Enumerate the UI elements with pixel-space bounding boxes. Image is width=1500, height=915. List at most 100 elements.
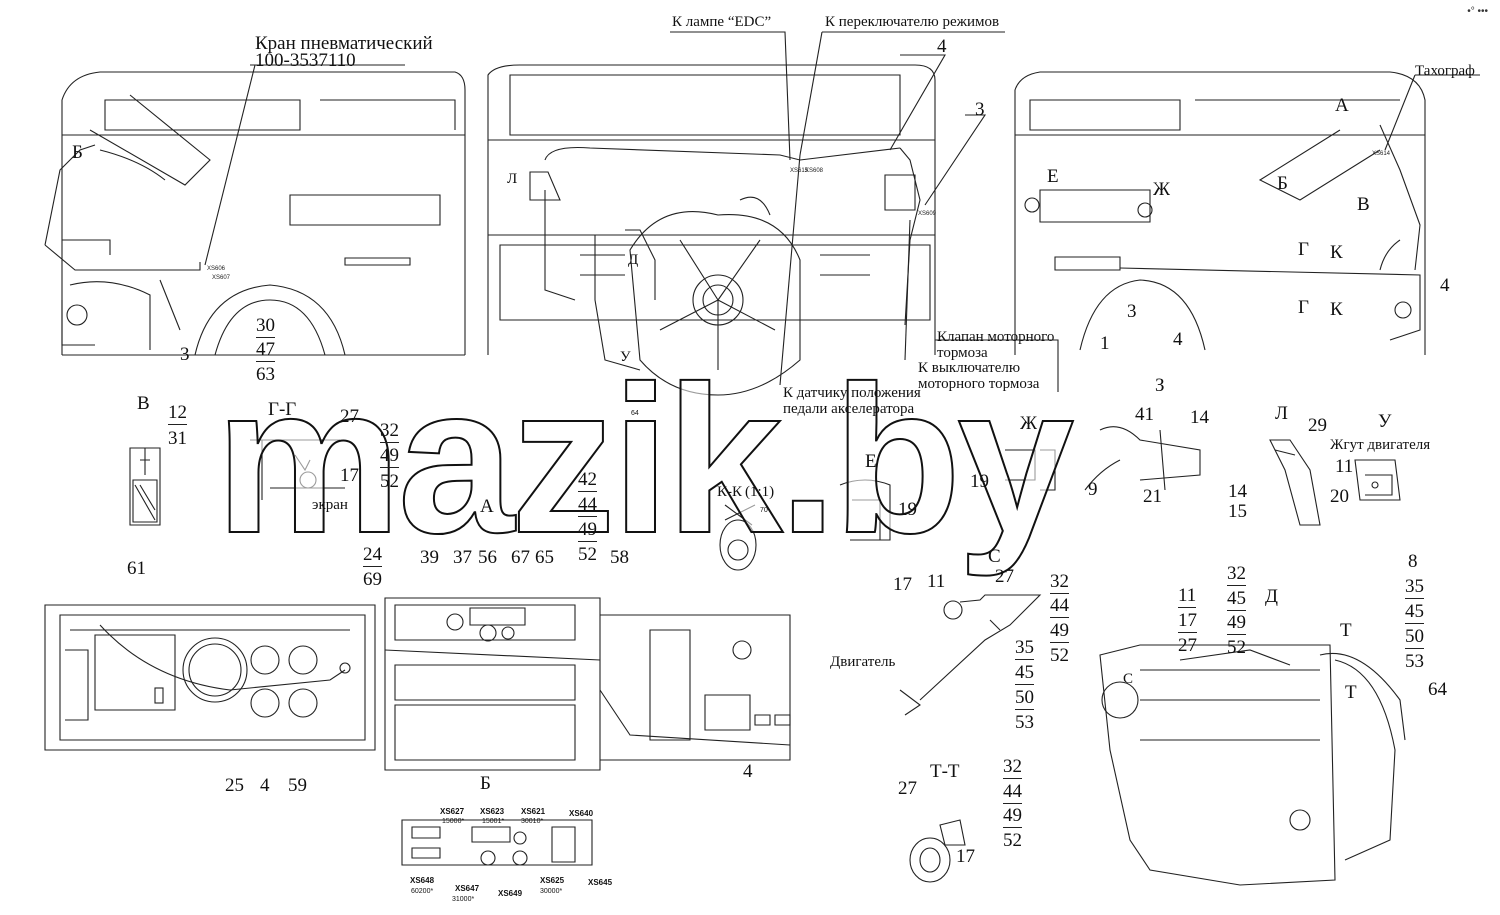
conn-xs648-num: 60200* [411, 888, 434, 895]
callout-engine-harness: Жгут двигателя [1330, 437, 1431, 453]
detail-view-kk [719, 504, 757, 571]
callout-tachograph: Тахограф [1415, 63, 1475, 79]
corner-dots: •° ••• [1467, 6, 1488, 17]
num-s-17: 17 [893, 574, 912, 595]
section-z: З [1155, 375, 1165, 396]
num-a-42: 42 [578, 469, 597, 492]
tag-xs609: XS609 [918, 211, 937, 217]
num-c-4: 4 [743, 761, 753, 782]
marker-v1: В [1357, 194, 1370, 215]
front-cab-view [487, 64, 936, 396]
conn-xs625: XS625 [540, 876, 565, 885]
num-s-50: 50 [1015, 687, 1034, 710]
callout-engine-brake-valve-2: тормоза [937, 345, 988, 361]
callout-screen: экран [312, 497, 348, 513]
left-cab-view [44, 71, 466, 356]
num-s-52: 52 [1050, 645, 1069, 666]
section-v: В [137, 393, 150, 414]
num-a-65: 65 [535, 547, 554, 568]
conn-xs623: XS623 [480, 807, 505, 816]
marker-d1: Д [628, 252, 639, 268]
num-l-15: 15 [1228, 501, 1247, 522]
block-view-b [401, 819, 593, 866]
section-b: Б [480, 773, 491, 794]
marker-a1: А [1335, 95, 1349, 116]
num-d-53: 53 [1405, 651, 1424, 672]
conn-xs621: XS621 [521, 807, 546, 816]
panel-view-a [384, 597, 601, 771]
section-zh: Ж [1020, 413, 1038, 434]
marker-k1: К [1330, 242, 1343, 263]
section-l: Л [1275, 403, 1288, 424]
marker-b2: Б [1277, 173, 1288, 194]
marker-g1: Г [1298, 239, 1309, 260]
num-a-67: 67 [511, 547, 530, 568]
num-t-17: 17 [956, 846, 975, 867]
callout-mode-switch: К переключателю режимов [825, 14, 1000, 30]
num-d-35: 35 [1405, 576, 1424, 599]
num-gg-49: 49 [380, 445, 399, 468]
marker-c1: С [1123, 671, 1134, 687]
num-l-29: 29 [1308, 415, 1327, 436]
callout-kran-1: Кран пневматический [255, 33, 433, 54]
tag-xs606: XS606 [207, 266, 226, 272]
num-p-59: 59 [288, 775, 307, 796]
num-a-58: 58 [610, 547, 629, 568]
num-mid-3: 3 [975, 99, 985, 120]
marker-b1: Б [72, 142, 83, 163]
num-d-50: 50 [1405, 626, 1424, 649]
num-left-63: 63 [256, 364, 275, 385]
detail-view-e [839, 479, 891, 541]
num-left-30: 30 [256, 315, 275, 338]
detail-view-v [129, 447, 161, 526]
marker-l1: Л [507, 171, 518, 187]
num-gg-52: 52 [380, 471, 399, 492]
num-p-4: 4 [260, 775, 270, 796]
num-right-4a: 4 [1440, 275, 1450, 296]
num-d-11: 11 [1178, 585, 1197, 608]
callout-engine-brake-valve-1: Клапан моторного [937, 329, 1055, 345]
num-right-3: 3 [1127, 301, 1137, 322]
num-s-44: 44 [1050, 595, 1069, 618]
num-s-32: 32 [1050, 571, 1069, 594]
marker-u1: У [620, 349, 631, 365]
num-mid-64: 64 [631, 410, 639, 417]
conn-xs621-num: 30010* [521, 818, 544, 825]
detail-view-l [1269, 439, 1321, 526]
num-t-27: 27 [898, 778, 917, 799]
callout-engine-brake-switch-1: К выключателю [918, 360, 1021, 376]
num-d-45b: 45 [1405, 601, 1424, 624]
leader-lines [159, 31, 1480, 392]
marker-g2: Г [1298, 297, 1309, 318]
num-a-52: 52 [578, 544, 597, 565]
num-s-49: 49 [1050, 620, 1069, 643]
marker-e1: Е [1047, 166, 1059, 187]
detail-view-gg [250, 439, 345, 500]
detail-view-tt [909, 819, 966, 883]
num-d-52: 52 [1227, 637, 1246, 658]
num-t-44: 44 [1003, 781, 1022, 804]
conn-xs627: XS627 [440, 807, 465, 816]
section-kk: К-К [717, 484, 743, 500]
tag-xs608: XS608 [805, 168, 824, 174]
num-d-32: 32 [1227, 563, 1246, 586]
num-z-9: 9 [1088, 479, 1098, 500]
num-d-64: 64 [1428, 679, 1447, 700]
conn-xs647: XS647 [455, 884, 480, 893]
right-cab-view [1014, 71, 1426, 355]
engine-view-d [1099, 644, 1406, 886]
section-d: Д [1265, 586, 1278, 607]
num-u-20: 20 [1330, 486, 1349, 507]
marker-k2: К [1330, 299, 1343, 320]
num-s-27: 27 [995, 566, 1014, 587]
conn-xs649: XS649 [498, 889, 523, 898]
num-a-24: 24 [363, 544, 382, 567]
section-tt: Т-Т [930, 761, 960, 782]
conn-xs647-num: 31000* [452, 896, 475, 903]
num-s-45: 45 [1015, 662, 1034, 685]
num-right-1: 1 [1100, 333, 1110, 354]
num-right-4b: 4 [1173, 329, 1183, 350]
callout-kran-2: 100-3537110 [255, 50, 356, 71]
conn-xs623-num: 15001* [482, 818, 505, 825]
